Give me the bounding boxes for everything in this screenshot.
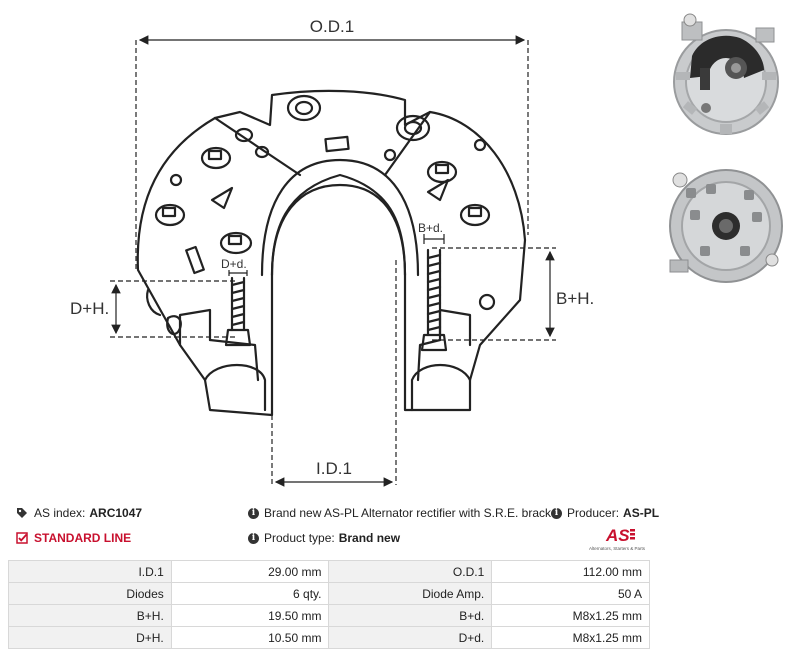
spec-value: 29.00 mm — [170, 560, 330, 583]
tag-icon — [17, 508, 27, 518]
spec-label: B+d. — [328, 604, 493, 627]
id-label: I.D.1 — [316, 459, 352, 478]
product-description: Brand new AS-PL Alternator rectifier wit… — [264, 506, 562, 520]
svg-text:Alternators, Starters & Parts: Alternators, Starters & Parts — [589, 546, 646, 551]
info-icon: i — [551, 507, 562, 519]
svg-text:AS: AS — [605, 526, 630, 545]
spec-value: 6 qty. — [170, 582, 330, 605]
standard-line-label: STANDARD LINE — [34, 531, 132, 545]
spec-value: M8x1.25 mm — [491, 604, 650, 627]
checkbox-checked-icon — [16, 532, 28, 544]
producer-label: Producer: — [567, 506, 620, 520]
spec-value: M8x1.25 mm — [491, 626, 650, 649]
as-index-label: AS index: — [34, 506, 86, 520]
spec-label: D+H. — [8, 626, 172, 649]
bd-label: B+d. — [418, 221, 443, 235]
product-photo-rear — [660, 160, 790, 290]
as-index-row: AS index: ARC1047 — [16, 506, 142, 520]
dd-label: D+d. — [221, 257, 247, 271]
standard-line-row: STANDARD LINE — [16, 531, 131, 545]
spec-label: D+d. — [328, 626, 493, 649]
info-icon: i — [248, 532, 259, 544]
product-type-label: Product type: — [264, 531, 335, 545]
spec-label: Diode Amp. — [328, 582, 493, 605]
table-row: D+H. 10.50 mm D+d. M8x1.25 mm — [8, 626, 650, 649]
spec-value: 10.50 mm — [170, 626, 330, 649]
description-row: i Brand new AS-PL Alternator rectifier w… — [248, 506, 561, 520]
producer-row: i Producer: AS-PL — [551, 506, 659, 520]
table-row: I.D.1 29.00 mm O.D.1 112.00 mm — [8, 560, 650, 583]
product-type-value: Brand new — [338, 531, 401, 545]
bh-label: B+H. — [556, 289, 594, 308]
as-index-value: ARC1047 — [89, 506, 143, 520]
spec-label: I.D.1 — [8, 560, 172, 583]
as-pl-logo: AS Alternators, Starters & Parts — [589, 526, 646, 551]
table-row: B+H. 19.50 mm B+d. M8x1.25 mm — [8, 604, 650, 627]
rectifier-technical-drawing: O.D.1 I.D.1 D+H. B+H. D+d. B+d. — [70, 17, 594, 487]
product-photo-front — [660, 8, 790, 138]
specs-table: I.D.1 29.00 mm O.D.1 112.00 mm Diodes 6 … — [8, 560, 650, 649]
info-icon: i — [248, 507, 259, 519]
producer-value: AS-PL — [623, 506, 660, 520]
dh-label: D+H. — [70, 299, 109, 318]
spec-label: Diodes — [8, 582, 172, 605]
spec-label: B+H. — [8, 604, 172, 627]
spec-value: 112.00 mm — [491, 560, 650, 583]
product-type-row: i Product type: Brand new — [248, 531, 400, 545]
spec-label: O.D.1 — [328, 560, 493, 583]
spec-value: 19.50 mm — [170, 604, 330, 627]
table-row: Diodes 6 qty. Diode Amp. 50 A — [8, 582, 650, 605]
od-label: O.D.1 — [310, 17, 354, 36]
spec-value: 50 A — [491, 582, 650, 605]
